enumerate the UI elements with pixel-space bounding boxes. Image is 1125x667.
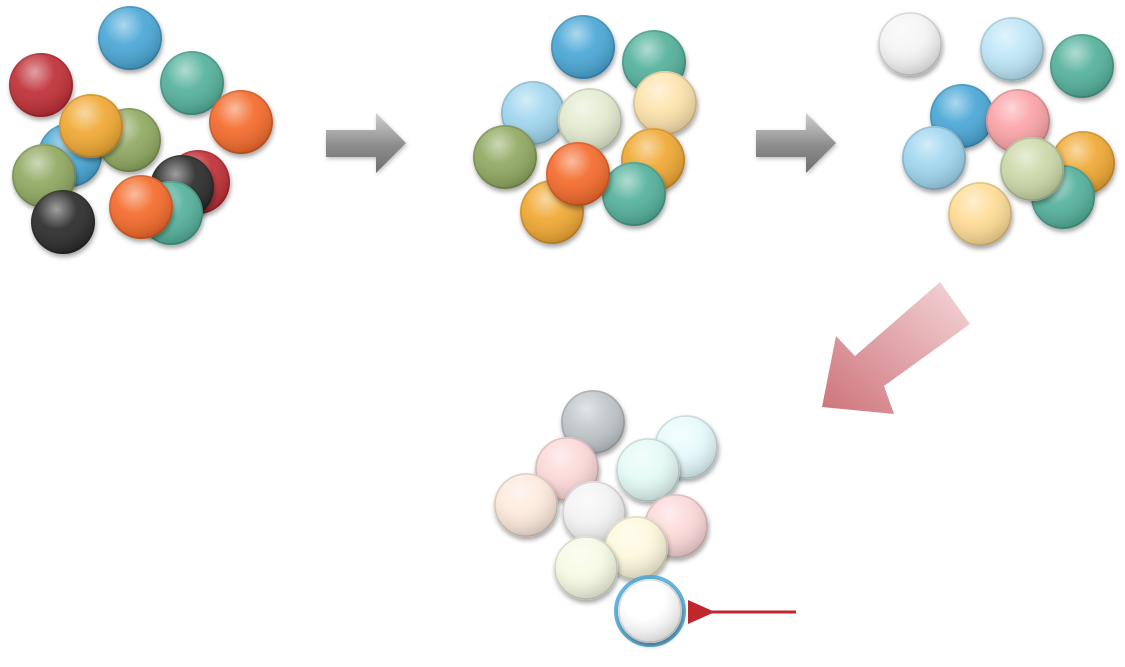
disc (494, 473, 558, 537)
disc (633, 71, 697, 135)
disc (602, 162, 666, 226)
disc (473, 125, 537, 189)
disc (902, 126, 966, 190)
disc (546, 142, 610, 206)
arrow-stage1-to-stage2 (326, 113, 406, 173)
disc (551, 15, 615, 79)
disc (948, 182, 1012, 246)
disc (1050, 34, 1114, 98)
disc (98, 6, 162, 70)
disc (9, 53, 73, 117)
disc (160, 51, 224, 115)
stage-1-mixed-discs (9, 6, 273, 254)
disc (554, 536, 618, 600)
disc (878, 12, 942, 76)
disc (604, 516, 668, 580)
disc (980, 17, 1044, 81)
disc (59, 94, 123, 158)
disc (986, 89, 1050, 153)
disc (1000, 137, 1064, 201)
disc (616, 438, 680, 502)
disc (209, 90, 273, 154)
arrow-stage3-to-stage4 (822, 282, 970, 414)
disc (109, 175, 173, 239)
highlighted-white-disc (614, 575, 686, 647)
disc (558, 88, 622, 152)
disc (31, 190, 95, 254)
stage-4-pastel-discs (494, 390, 718, 647)
stage-2-lighter-discs (473, 15, 697, 244)
stage-3-lightest-discs (878, 12, 1115, 246)
arrow-stage2-to-stage3 (756, 113, 836, 173)
